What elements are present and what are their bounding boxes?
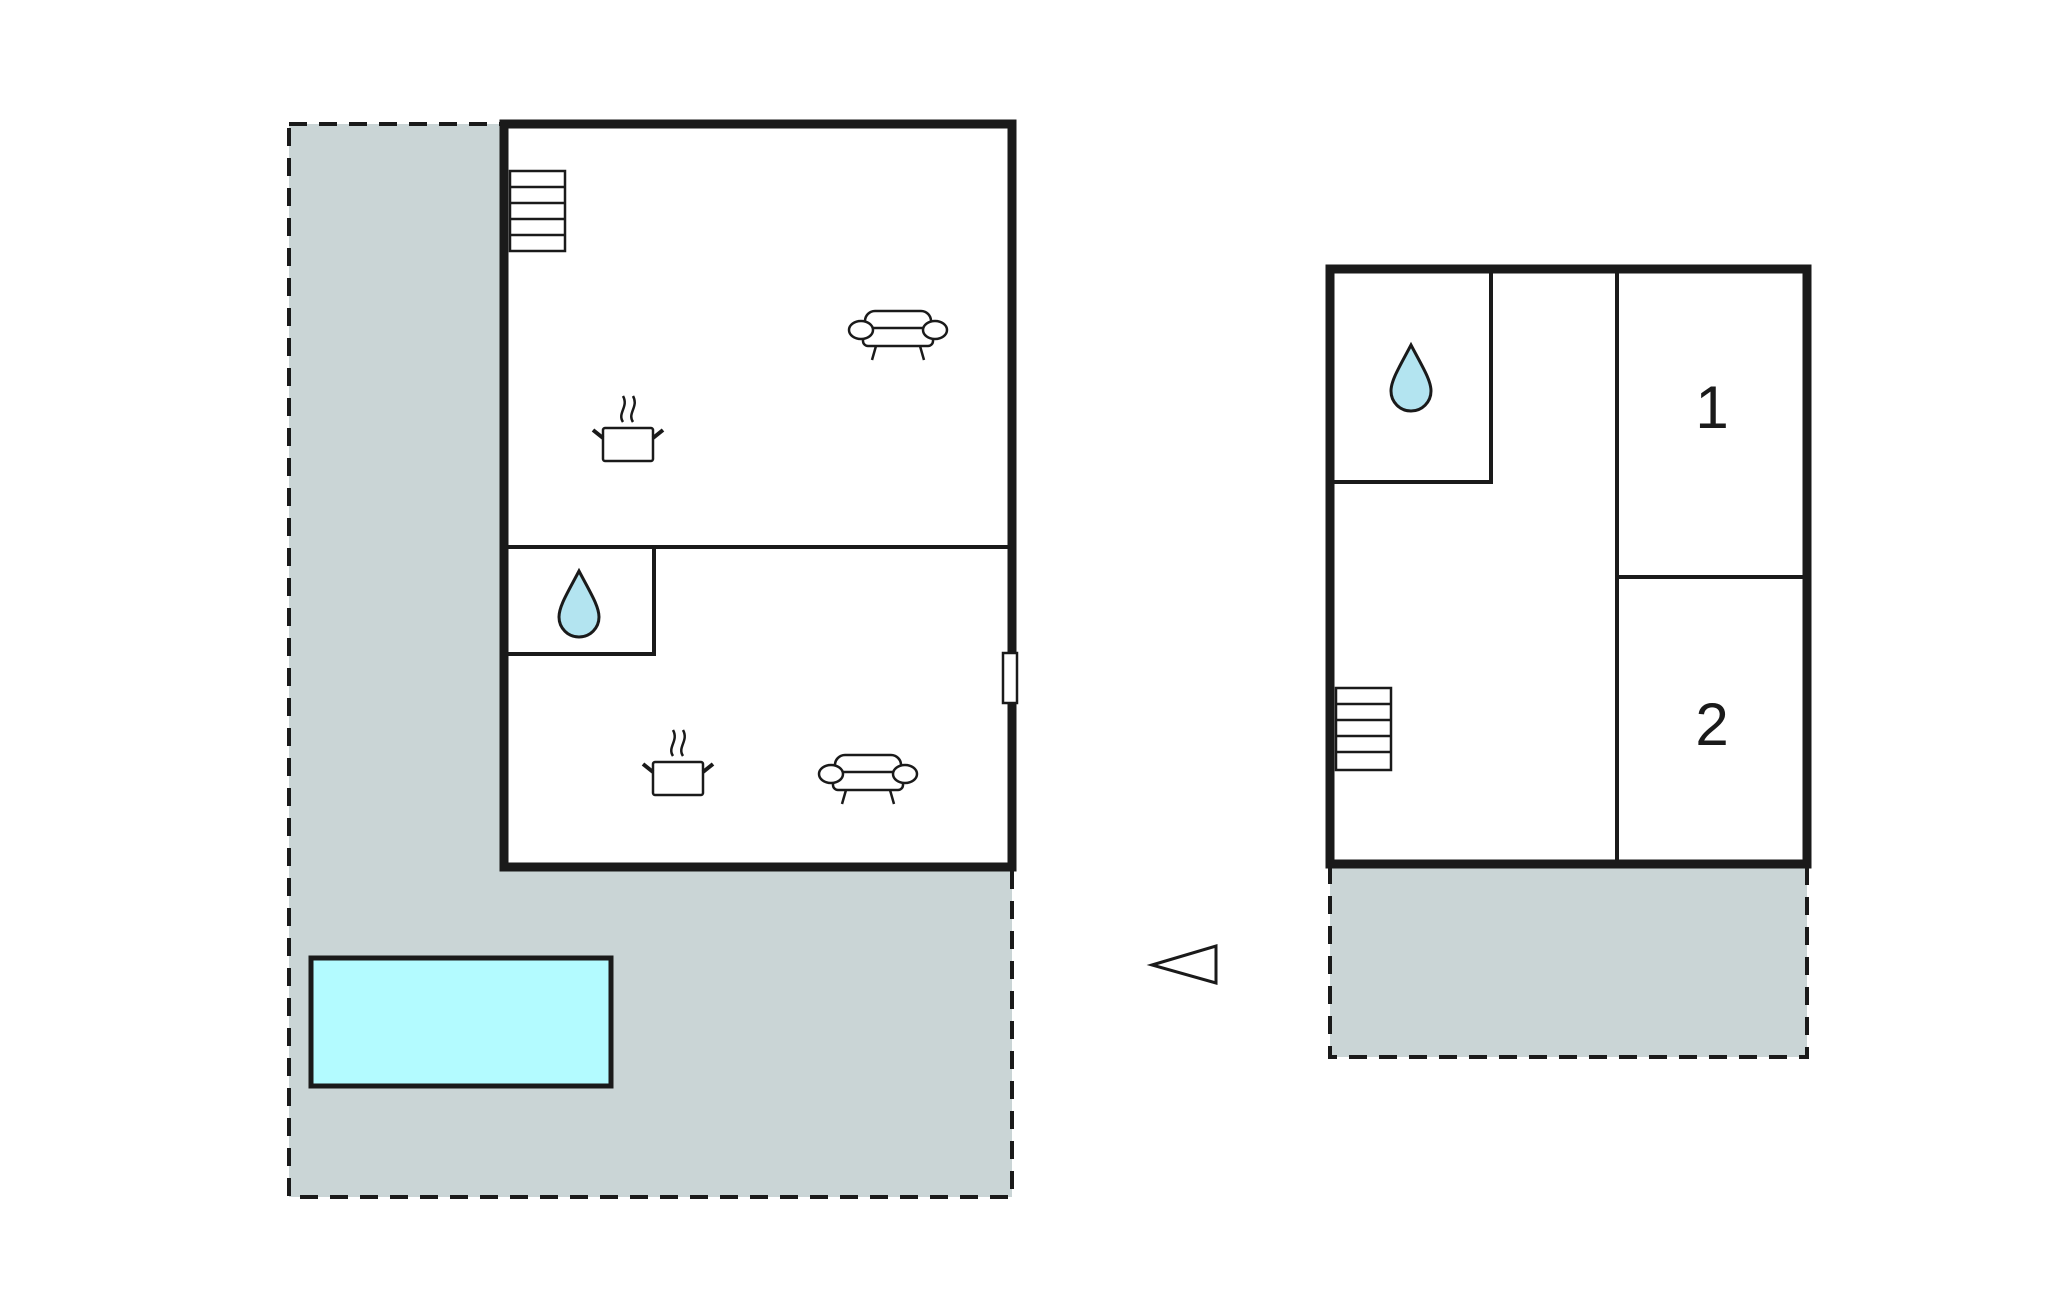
ground-building-wall — [499, 119, 1017, 872]
stairs-icon — [1334, 686, 1393, 772]
upper-terrace — [1328, 862, 1809, 1059]
direction-arrow-icon — [1146, 943, 1218, 985]
stairs-icon — [508, 169, 567, 253]
water-drop-icon — [1389, 341, 1433, 413]
ground-bathroom-wall — [508, 547, 656, 656]
upper-building-wall — [1325, 264, 1812, 869]
sofa-icon — [847, 309, 949, 361]
cooking-pot-icon — [591, 395, 665, 463]
room-number-2: 2 — [1695, 691, 1728, 758]
door-icon — [1001, 651, 1019, 705]
upper-floor: 1 2 — [1325, 264, 1812, 1059]
pool — [308, 955, 614, 1089]
room-number-1: 1 — [1695, 374, 1728, 441]
cooking-pot-icon — [641, 729, 715, 797]
sofa-icon — [817, 753, 919, 805]
ground-floor — [287, 119, 1019, 1199]
upper-bathroom-wall — [1334, 273, 1493, 484]
water-drop-icon — [557, 567, 601, 639]
